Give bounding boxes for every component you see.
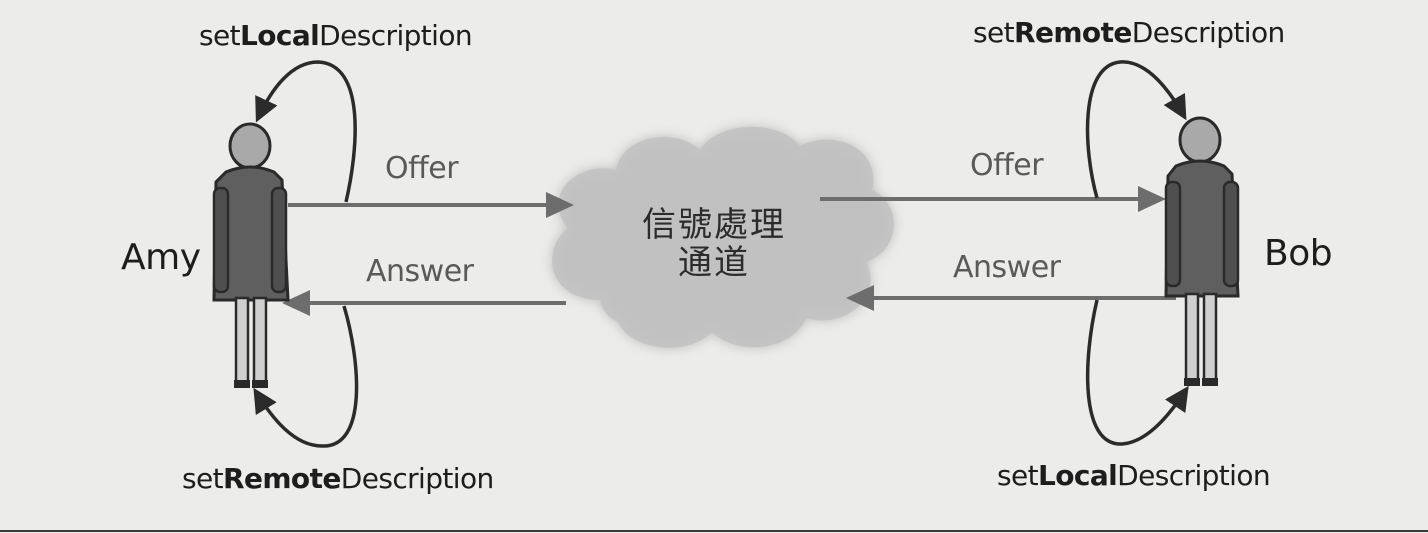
method-suffix: Description (1131, 16, 1285, 49)
page-bottom-rule (0, 530, 1428, 532)
bob-local-loop-arrow (1085, 299, 1189, 446)
bob-set-local-description-label: setLocalDescription (997, 459, 1271, 492)
method-emphasis: Remote (1014, 16, 1132, 49)
amy-offer-arrowhead (546, 192, 574, 218)
signaling-channel-line-1: 信號處理 (642, 205, 786, 245)
bob-remote-loop-arrow (1085, 60, 1187, 199)
amy-answer-arrowhead (282, 290, 310, 316)
signaling-channel-line-2: 通道 (678, 243, 750, 284)
amy-local-loop-arrow (255, 60, 357, 203)
method-prefix: set (182, 462, 224, 495)
amy-person-icon (212, 122, 290, 388)
signaling-channel-label: 信號處理 通道 (614, 206, 814, 282)
bob-set-remote-description-label: setRemoteDescription (973, 19, 1285, 47)
method-prefix: set (199, 19, 241, 52)
message-arrows (282, 186, 1176, 316)
signaling-cloud (552, 126, 894, 348)
method-emphasis: Remote (223, 462, 341, 495)
bob-person-icon (1164, 116, 1240, 386)
method-suffix: Description (1117, 459, 1271, 492)
bob-answer-label: Answer (953, 250, 1061, 285)
bob-name-label: Bob (1264, 233, 1333, 274)
bob-offer-label: Offer (970, 148, 1044, 183)
loop-arrows (253, 60, 1189, 448)
bob-answer-arrowhead (846, 285, 874, 311)
method-emphasis: Local (240, 19, 320, 52)
method-emphasis: Local (1038, 459, 1118, 492)
method-prefix: set (973, 16, 1015, 49)
amy-set-local-description-label: setLocalDescription (199, 19, 473, 52)
method-suffix: Description (340, 462, 494, 495)
method-suffix: Description (319, 19, 473, 52)
amy-name-label: Amy (121, 237, 201, 278)
amy-offer-label: Offer (385, 151, 459, 186)
amy-remote-loop-arrow (253, 305, 359, 448)
method-prefix: set (997, 459, 1039, 492)
amy-set-remote-description-label: setRemoteDescription (182, 465, 494, 493)
bob-offer-arrowhead (1138, 186, 1166, 212)
amy-answer-label: Answer (366, 254, 474, 289)
